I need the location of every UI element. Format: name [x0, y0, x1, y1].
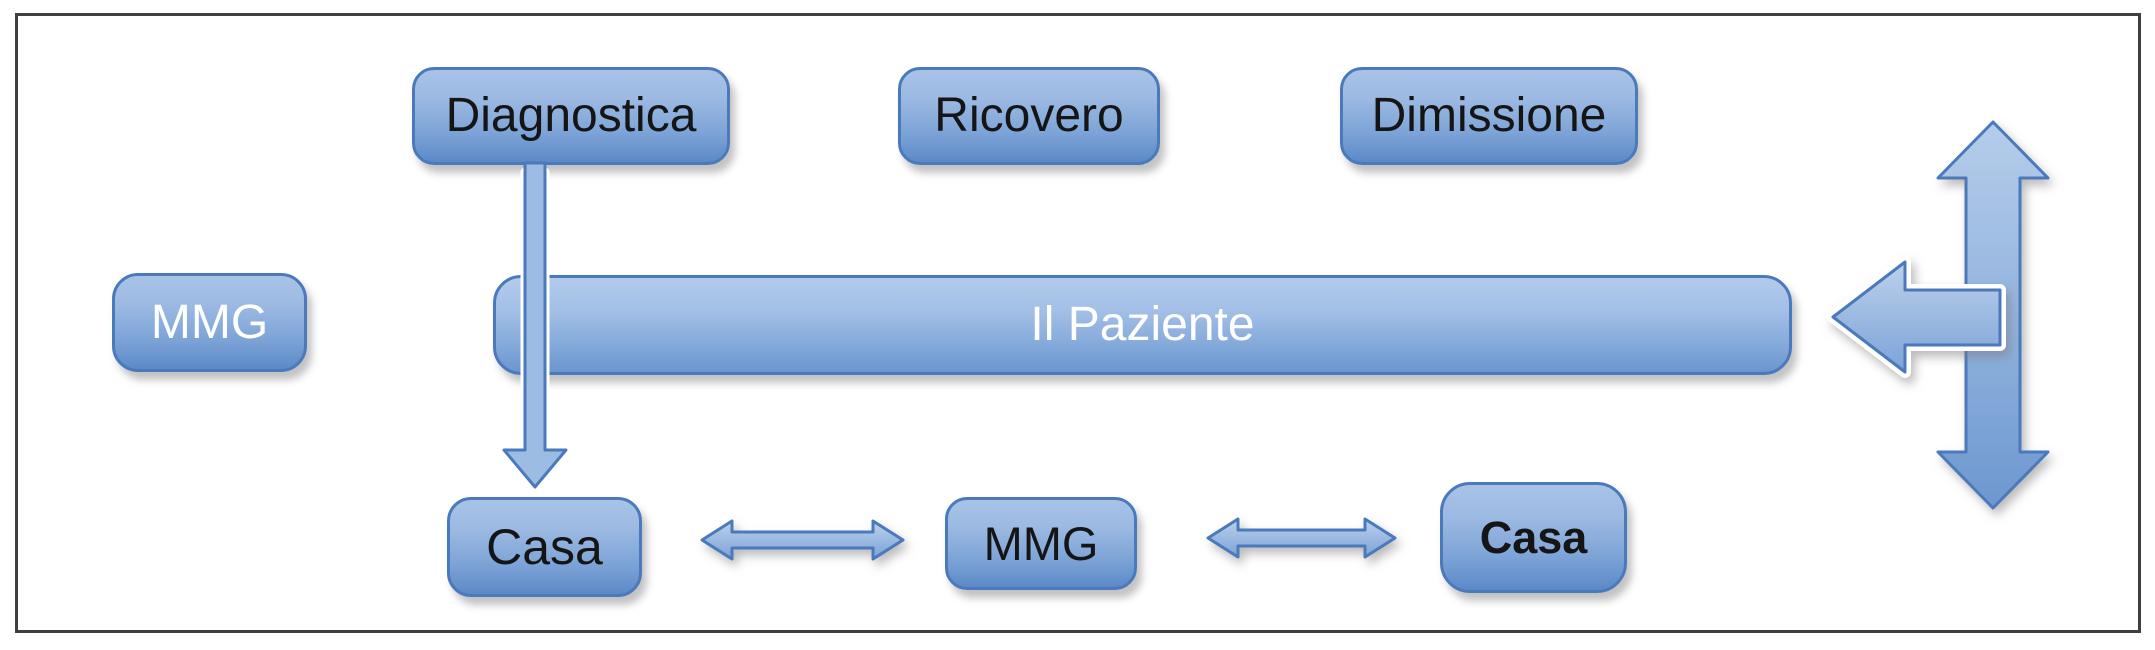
node-mmg-center: MMG [945, 497, 1137, 590]
node-mmg-center-label: MMG [983, 517, 1099, 570]
node-mmg-left: MMG [112, 273, 307, 372]
node-diagnostica-label: Diagnostica [445, 89, 697, 142]
node-casa-right-label: Casa [1479, 512, 1588, 563]
node-il-paziente: Il Paziente [493, 275, 1792, 375]
node-casa-left-label: Casa [486, 519, 603, 575]
node-diagnostica: Diagnostica [412, 67, 730, 165]
node-il-paziente-label: Il Paziente [1030, 298, 1255, 351]
node-dimissione-label: Dimissione [1371, 89, 1607, 142]
node-mmg-left-label: MMG [150, 295, 269, 349]
node-casa-left: Casa [447, 497, 642, 597]
node-casa-right: Casa [1440, 482, 1627, 593]
node-dimissione: Dimissione [1340, 67, 1638, 165]
node-ricovero: Ricovero [898, 67, 1160, 165]
node-ricovero-label: Ricovero [934, 89, 1124, 142]
